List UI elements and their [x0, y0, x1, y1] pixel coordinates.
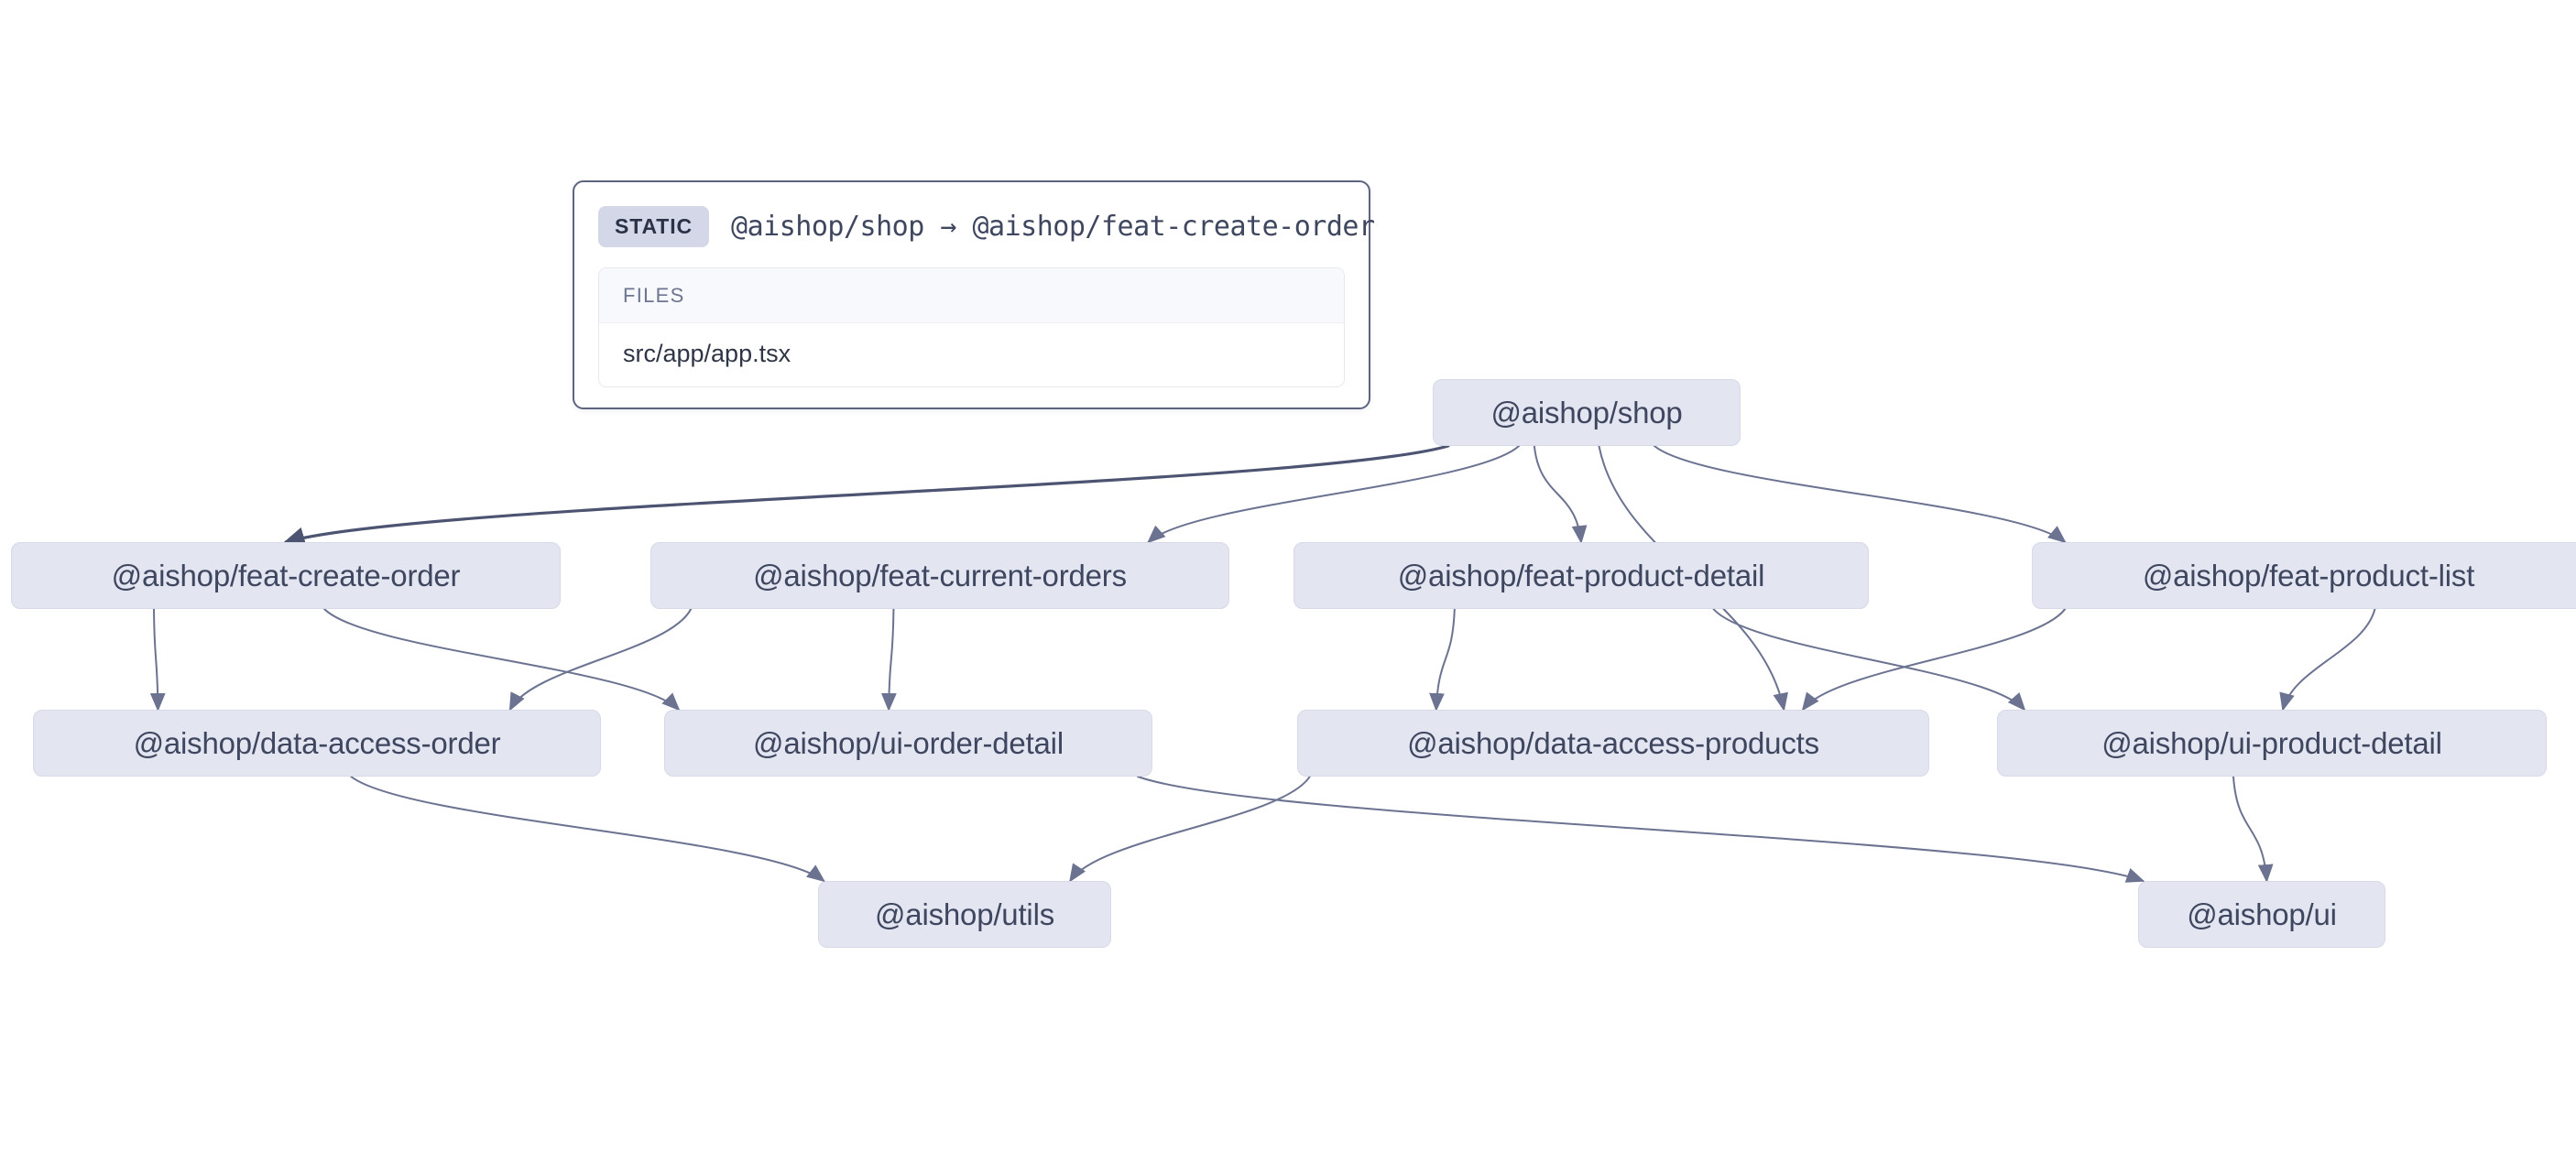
graph-node-label: @aishop/shop: [1490, 395, 1683, 429]
graph-edge-ui-product-detail-to-ui[interactable]: [2232, 776, 2274, 883]
graph-node-feat-product-detail[interactable]: @aishop/feat-product-detail: [1293, 542, 1869, 609]
graph-node-utils[interactable]: @aishop/utils: [818, 881, 1111, 948]
file-row[interactable]: src/app/app.tsx: [599, 323, 1344, 386]
graph-edge-shop-to-feat-current-orders[interactable]: [1147, 445, 1521, 544]
graph-node-label: @aishop/feat-product-list: [2142, 558, 2475, 592]
graph-edge-shop-to-feat-product-list[interactable]: [1653, 445, 2067, 544]
graph-node-feat-product-list[interactable]: @aishop/feat-product-list: [2032, 542, 2576, 609]
graph-node-feat-create-order[interactable]: @aishop/feat-create-order: [11, 542, 561, 609]
graph-node-label: @aishop/ui-product-detail: [2101, 725, 2442, 760]
graph-edge-feat-create-order-to-data-access-order[interactable]: [149, 608, 166, 712]
graph-node-label: @aishop/ui-order-detail: [753, 725, 1064, 760]
graph-edge-feat-create-order-to-ui-order-detail[interactable]: [323, 608, 681, 712]
detail-card-header: STATIC @aishop/shop → @aishop/feat-creat…: [598, 202, 1375, 267]
graph-node-label: @aishop/data-access-products: [1407, 725, 1819, 760]
dependency-detail-card[interactable]: STATIC @aishop/shop → @aishop/feat-creat…: [573, 180, 1375, 409]
graph-edge-feat-current-orders-to-data-access-order[interactable]: [508, 608, 693, 712]
graph-node-label: @aishop/data-access-order: [133, 725, 501, 760]
graph-node-label: @aishop/feat-product-detail: [1397, 558, 1765, 592]
graph-node-feat-current-orders[interactable]: @aishop/feat-current-orders: [650, 542, 1229, 609]
graph-edge-ui-order-detail-to-ui[interactable]: [1137, 776, 2145, 883]
graph-node-label: @aishop/ui: [2187, 897, 2337, 931]
graph-node-data-access-order[interactable]: @aishop/data-access-order: [33, 710, 601, 777]
files-section-header: FILES: [599, 268, 1344, 323]
graph-edge-feat-current-orders-to-ui-order-detail[interactable]: [880, 608, 897, 712]
graph-node-label: @aishop/feat-current-orders: [753, 558, 1127, 592]
graph-edge-data-access-order-to-utils[interactable]: [350, 776, 825, 883]
graph-edge-data-access-products-to-utils[interactable]: [1069, 776, 1311, 883]
static-badge: STATIC: [598, 206, 710, 247]
graph-edge-feat-product-detail-to-data-access-products[interactable]: [1429, 608, 1456, 712]
files-panel: FILES src/app/app.tsx: [598, 267, 1345, 387]
graph-node-ui[interactable]: @aishop/ui: [2138, 881, 2385, 948]
graph-edge-shop-to-feat-product-detail[interactable]: [1533, 445, 1588, 544]
graph-node-ui-product-detail[interactable]: @aishop/ui-product-detail: [1997, 710, 2547, 777]
dependency-route-label: @aishop/shop → @aishop/feat-create-order: [731, 211, 1375, 243]
graph-node-ui-order-detail[interactable]: @aishop/ui-order-detail: [664, 710, 1152, 777]
edge-paths: [149, 444, 2376, 883]
graph-node-label: @aishop/feat-create-order: [111, 558, 461, 592]
files-list: src/app/app.tsx: [599, 323, 1344, 386]
graph-edge-shop-to-feat-create-order[interactable]: [282, 444, 1450, 547]
graph-node-label: @aishop/utils: [875, 897, 1054, 931]
graph-node-shop[interactable]: @aishop/shop: [1433, 379, 1741, 446]
graph-edge-feat-product-list-to-ui-product-detail[interactable]: [2279, 608, 2376, 712]
graph-edge-feat-product-detail-to-ui-product-detail[interactable]: [1712, 608, 2026, 712]
graph-edge-feat-product-list-to-data-access-products[interactable]: [1801, 608, 2067, 712]
graph-node-data-access-products[interactable]: @aishop/data-access-products: [1297, 710, 1929, 777]
